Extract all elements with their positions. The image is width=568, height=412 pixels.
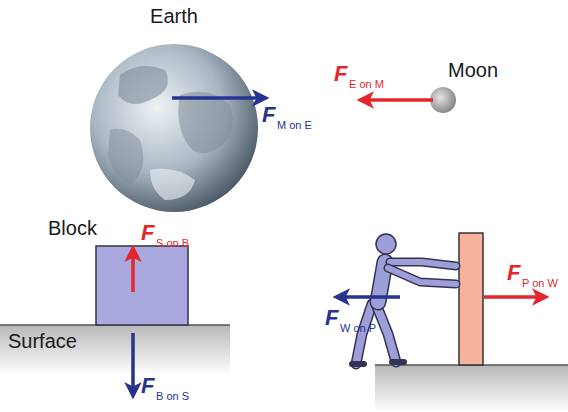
surface-ground	[0, 325, 230, 375]
earth-globe	[90, 44, 258, 212]
wall-rect	[459, 233, 483, 365]
object-name: Block	[48, 218, 97, 238]
force-symbol: F	[141, 375, 154, 397]
head	[376, 234, 396, 254]
force-subscript: W on P	[340, 323, 376, 334]
force-subscript: S on B	[156, 238, 189, 249]
force-symbol: F	[325, 307, 338, 329]
arm-outline	[388, 268, 456, 284]
arm	[388, 268, 456, 284]
force-arrow	[360, 98, 433, 102]
force-symbol: F	[507, 262, 520, 284]
leg-outline	[376, 304, 396, 362]
moon-disc	[430, 87, 456, 113]
force-arrow	[131, 333, 135, 396]
force-subscript: B on S	[156, 391, 189, 402]
force-symbol: F	[141, 222, 154, 244]
wall-ground	[375, 365, 568, 412]
force-symbol: F	[262, 104, 275, 126]
force-arrow	[484, 295, 546, 299]
force-arrow	[336, 295, 400, 299]
force-subscript: E on M	[349, 79, 384, 90]
force-arrow	[131, 248, 135, 292]
feet	[352, 362, 404, 364]
force-arrow	[172, 96, 266, 100]
object-name: Moon	[448, 60, 498, 80]
earth-land	[118, 66, 168, 104]
arm-outline	[390, 262, 456, 266]
leg	[356, 304, 372, 364]
force-symbol: F	[334, 63, 347, 85]
earth-land	[178, 92, 233, 154]
earth-land	[108, 129, 143, 185]
leg	[376, 304, 396, 362]
block-rect	[96, 246, 188, 325]
arm	[390, 262, 456, 266]
earth-disc	[90, 44, 258, 212]
person-figure	[352, 234, 456, 364]
force-subscript: M on E	[277, 120, 312, 131]
leg-outline	[356, 304, 372, 364]
force-subscript: P on W	[522, 278, 558, 289]
earth-cloud	[150, 169, 195, 200]
object-name: Surface	[8, 331, 77, 351]
object-name: Earth	[150, 6, 198, 26]
